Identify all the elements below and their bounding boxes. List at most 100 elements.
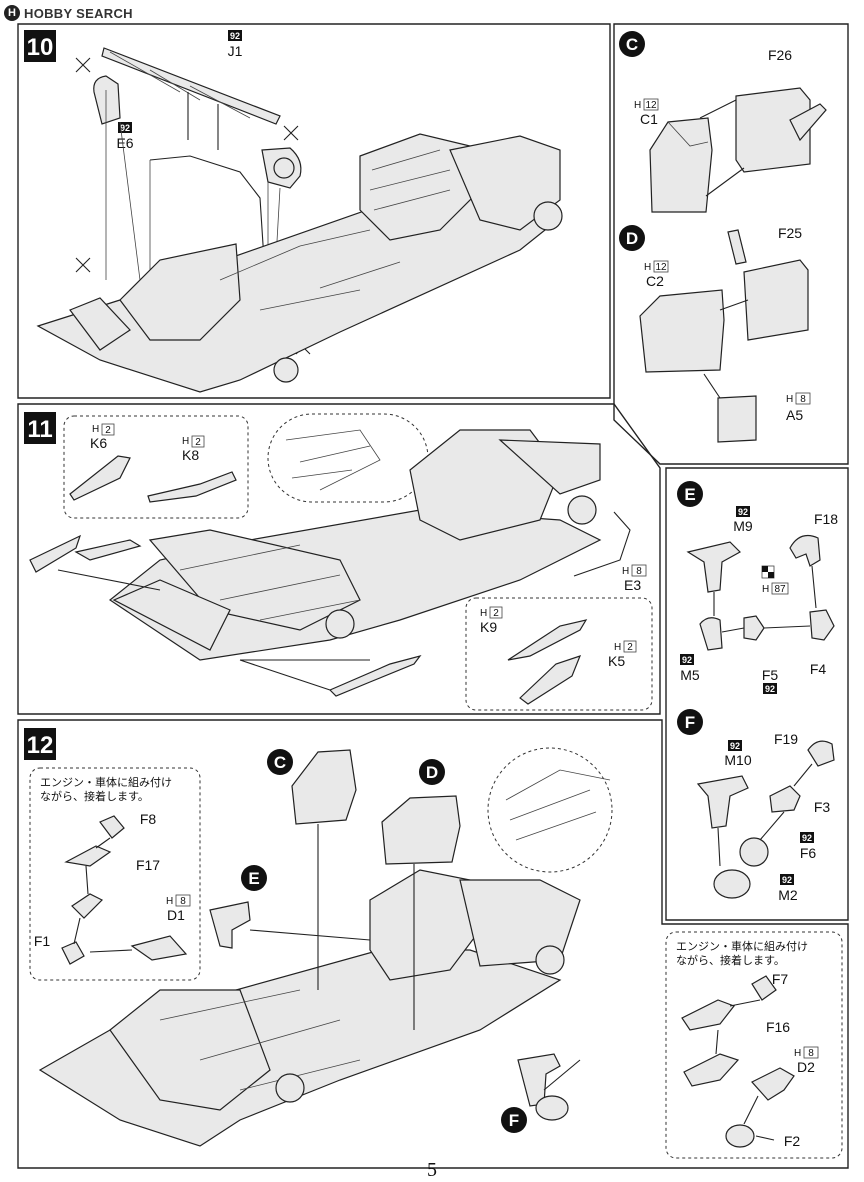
part-label-d1: D1 <box>167 907 185 923</box>
uprights-drawing <box>93 75 302 189</box>
step-12-callout-e-letter: E <box>248 869 259 888</box>
part-label-f26: F26 <box>768 47 792 63</box>
callout-f-badge <box>677 709 703 735</box>
k6-h-label: H <box>92 424 99 435</box>
part-c1-drawing <box>649 117 713 213</box>
f6-paint-code-box <box>800 832 814 843</box>
step-12-callout-lines <box>73 837 133 953</box>
part-k-lower-drawing <box>328 654 422 697</box>
m2-paint-code-box <box>780 874 794 885</box>
part-label-m2: M2 <box>778 887 798 903</box>
step-11-badge <box>24 412 56 444</box>
k6-h-number: 2 <box>105 425 111 436</box>
part-k5-drawing <box>519 655 582 705</box>
k5-h-label: H <box>614 642 621 653</box>
step-10-badge <box>24 30 56 62</box>
part-label-f2: F2 <box>784 1133 801 1149</box>
part-f17-drawing <box>64 845 112 867</box>
a5-h-box <box>795 392 811 405</box>
step-12-guide-lines <box>249 824 581 1091</box>
k8-h-box <box>191 435 205 448</box>
part-label-f3: F3 <box>814 799 831 815</box>
part-d2-drawing <box>751 1067 795 1101</box>
part-a5-drawing <box>717 395 757 443</box>
side-fin-left-11 <box>29 534 82 573</box>
step-12-note-line-1: エンジン・車体に組み付け <box>40 775 172 789</box>
c2-h-box <box>653 260 669 273</box>
panel-step-11 <box>17 403 661 715</box>
f18-checker-square-b <box>768 572 774 578</box>
d-guide-lines <box>703 299 749 399</box>
step-11-guide-lines <box>57 569 370 691</box>
step-12-callout-f-letter: F <box>509 1111 519 1130</box>
k9-h-label: H <box>480 608 487 619</box>
e-guide-lines <box>713 565 817 633</box>
part-label-m10: M10 <box>724 752 751 768</box>
k8-h-number: 2 <box>195 437 201 448</box>
c1-h-label: H <box>634 100 641 111</box>
m9-paint-code-box <box>736 506 750 517</box>
k5-h-number: 2 <box>627 642 633 653</box>
no-glue-icons <box>75 57 311 355</box>
f5-paint-code: 92 <box>765 684 775 694</box>
callout-d-badge <box>619 225 645 251</box>
d2-h-label: H <box>794 1048 801 1059</box>
detail-callout-11 <box>267 413 429 503</box>
f18-h-label: H <box>762 584 769 595</box>
step-12-number: 12 <box>27 732 54 759</box>
part-label-f16: F16 <box>766 1019 790 1035</box>
d1-h-label: H <box>166 896 173 907</box>
part-f7-drawing <box>751 975 777 1001</box>
panel-step-12 <box>17 719 849 1169</box>
k6-h-box <box>101 423 115 436</box>
part-label-f19: F19 <box>774 731 798 747</box>
f-guide-lines <box>717 763 813 867</box>
part-k8-drawing <box>147 471 237 503</box>
step-12-callout-d-letter: D <box>426 763 438 782</box>
part-f18-drawing <box>789 535 821 567</box>
k5-h-box <box>623 640 637 653</box>
m5-paint-code-box <box>680 654 694 665</box>
step-12-f-wheel-drawing <box>535 1095 569 1121</box>
part-f26-drawing <box>735 87 827 173</box>
d1-h-box <box>175 894 191 907</box>
part-d1-drawing <box>130 935 188 961</box>
step-12-callout-f-badge <box>501 1107 527 1133</box>
step-12-callout-d-badge <box>419 759 445 785</box>
part-label-k9: K9 <box>480 619 497 635</box>
step-12-e-assembly-drawing <box>209 901 251 949</box>
part-lower-manifold-drawing <box>683 1053 740 1087</box>
a5-h-label: H <box>786 394 793 405</box>
part-label-k5: K5 <box>608 653 625 669</box>
part-label-f7: F7 <box>772 971 789 987</box>
c2-h-label: H <box>644 262 651 273</box>
step-12b-note-line-1: エンジン・車体に組み付け <box>676 939 808 953</box>
d1-h-number: 8 <box>180 896 186 907</box>
j1-paint-code: 92 <box>230 31 240 41</box>
step-12-callout-c-letter: C <box>274 753 286 772</box>
step-12-note-line-2: ながら、接着します。 <box>40 789 149 803</box>
d2-h-number: 8 <box>808 1048 814 1059</box>
step-10-number: 10 <box>27 34 54 61</box>
part-label-f5: F5 <box>762 667 779 683</box>
part-f2-drawing <box>725 1124 755 1148</box>
part-f25-drawing <box>727 229 809 341</box>
step-12b-callout-lines <box>715 999 775 1141</box>
detail-callout-12 <box>487 747 613 873</box>
panel-e-f <box>665 467 849 921</box>
part-lower-header-drawing <box>71 893 104 919</box>
part-m9-drawing <box>686 541 741 593</box>
part-label-k6: K6 <box>90 435 107 451</box>
part-j1-drawing <box>101 47 281 150</box>
part-e6-drawing <box>149 155 265 261</box>
m10-paint-code: 92 <box>730 741 740 751</box>
part-f8-drawing <box>99 815 125 839</box>
f5-paint-code-box <box>763 683 777 694</box>
k9-k5-callout <box>465 597 653 711</box>
m5-paint-code: 92 <box>682 655 692 665</box>
part-label-k8: K8 <box>182 447 199 463</box>
part-label-m5: M5 <box>680 667 700 683</box>
j1-paint-code-box <box>228 30 242 41</box>
detail-11-drawing <box>285 429 381 491</box>
